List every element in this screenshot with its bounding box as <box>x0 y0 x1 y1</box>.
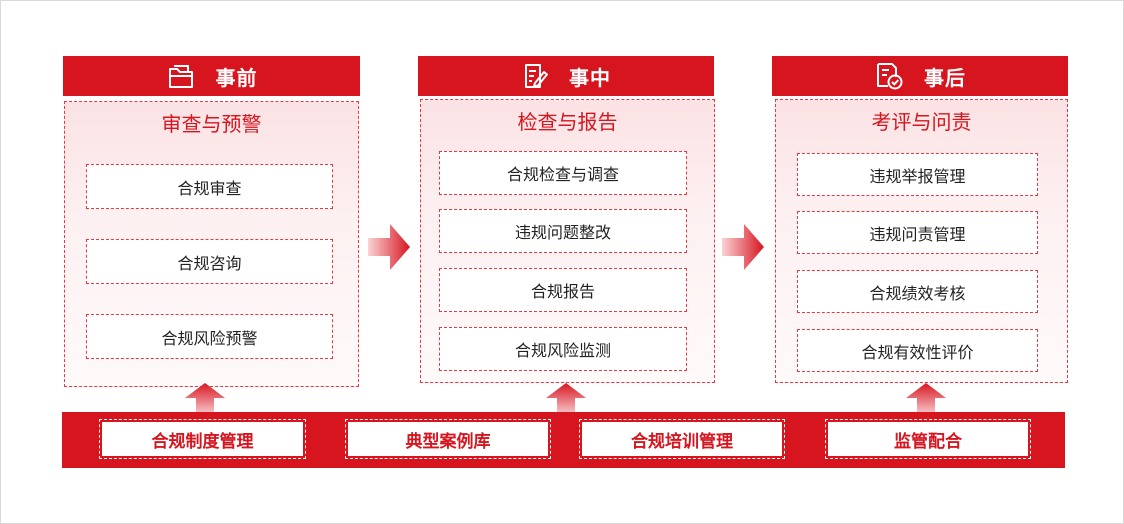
edit-document-icon <box>521 62 549 90</box>
panel-during: 检查与报告 合规检查与调查 违规问题整改 合规报告 合规风险监测 <box>420 99 715 383</box>
up-arrow <box>906 383 946 417</box>
right-arrow <box>722 224 764 274</box>
list-item: 合规风险预警 <box>86 314 333 359</box>
folder-icon <box>166 62 196 90</box>
list-item: 合规审查 <box>86 164 333 209</box>
column-header-title: 事后 <box>924 65 966 90</box>
up-arrow <box>185 383 225 417</box>
list-item: 违规问题整改 <box>439 209 687 253</box>
column-header-during: 事中 <box>418 56 714 96</box>
list-item: 合规检查与调查 <box>439 151 687 195</box>
foundation-bar: 合规制度管理 典型案例库 合规培训管理 监管配合 <box>62 412 1065 468</box>
foundation-item: 合规培训管理 <box>579 419 785 459</box>
list-item: 合规报告 <box>439 268 687 312</box>
foundation-item: 典型案例库 <box>345 419 551 459</box>
panel-before: 审查与预警 合规审查 合规咨询 合规风险预警 <box>64 101 359 387</box>
list-item: 合规有效性评价 <box>797 329 1038 372</box>
column-header-before: 事前 <box>63 56 360 96</box>
list-item: 违规举报管理 <box>797 153 1038 196</box>
foundation-item: 合规制度管理 <box>99 419 306 459</box>
list-item: 合规绩效考核 <box>797 270 1038 313</box>
list-item: 合规咨询 <box>86 239 333 284</box>
check-document-icon <box>874 61 904 91</box>
up-arrow <box>546 383 586 417</box>
panel-after: 考评与问责 违规举报管理 违规问责管理 合规绩效考核 合规有效性评价 <box>775 99 1068 383</box>
column-header-title: 事前 <box>215 65 258 90</box>
right-arrow <box>368 224 410 274</box>
list-item: 合规风险监测 <box>439 327 687 371</box>
column-header-title: 事中 <box>569 65 611 90</box>
panel-title: 检查与报告 <box>517 110 618 134</box>
foundation-item: 监管配合 <box>825 419 1031 459</box>
column-header-after: 事后 <box>772 56 1068 96</box>
panel-title: 考评与问责 <box>871 110 972 134</box>
list-item: 违规问责管理 <box>797 211 1038 254</box>
panel-title: 审查与预警 <box>161 112 262 136</box>
